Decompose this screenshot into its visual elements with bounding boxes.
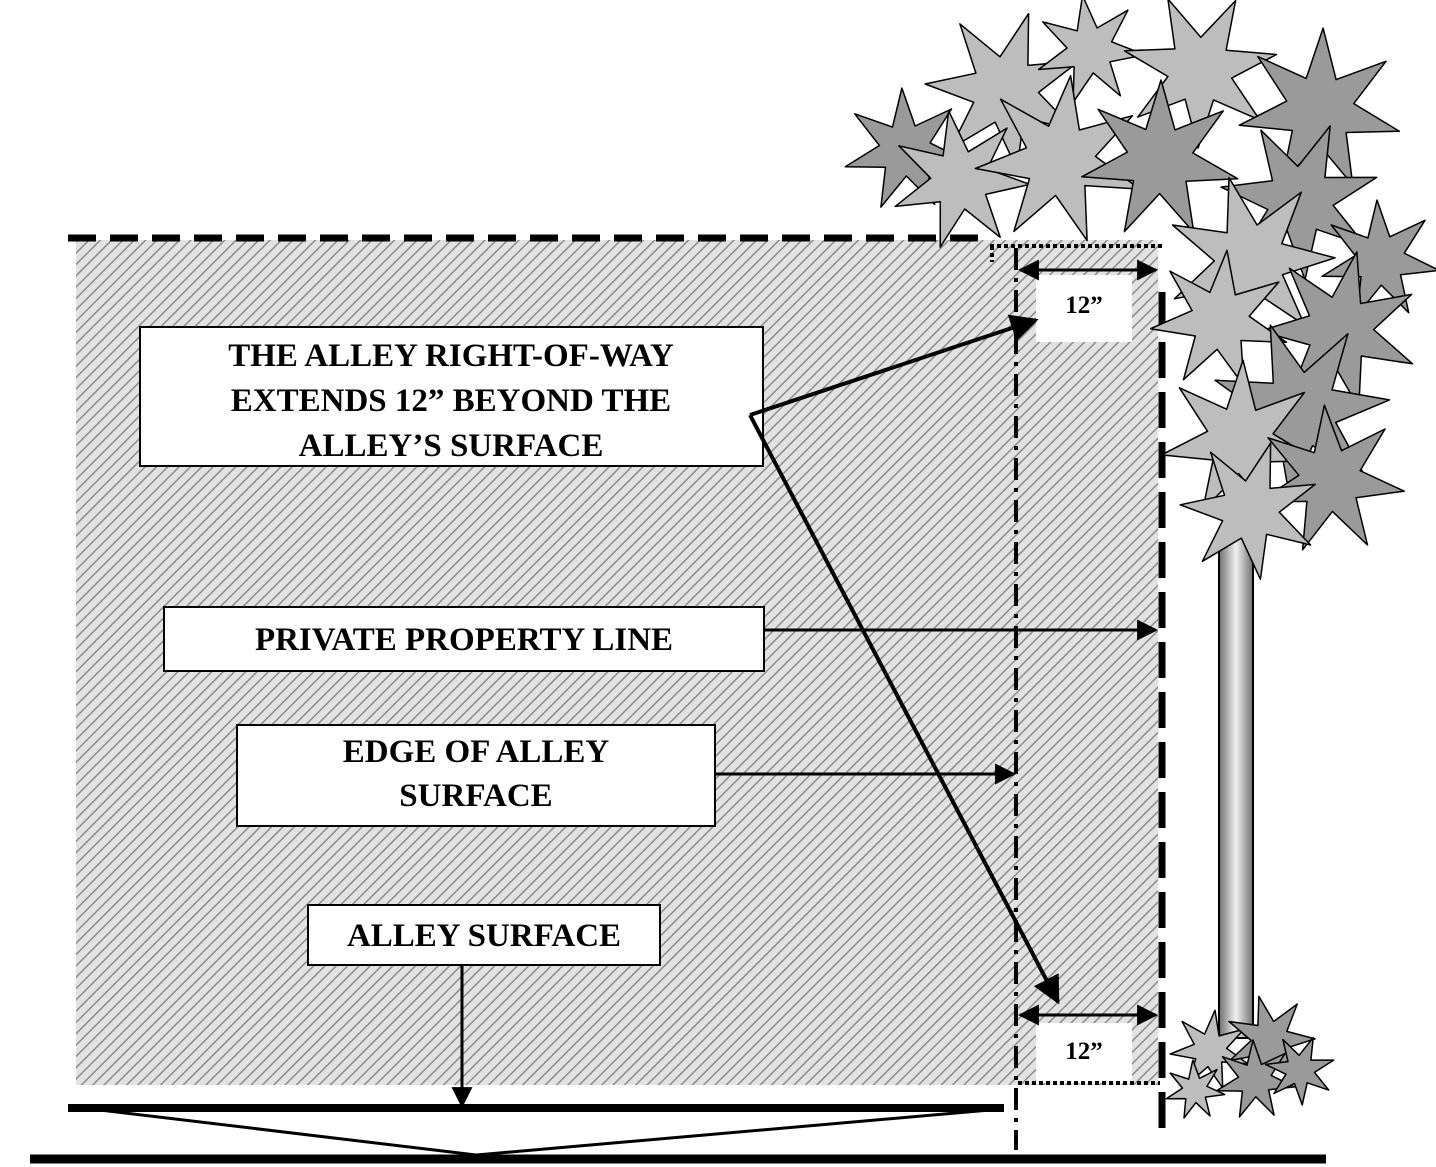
property-line-label-box [163,606,765,672]
tree-canopy [844,0,1436,1119]
dimension-label-bottom: 12” [1065,1038,1103,1065]
right-of-way-leader-top [749,314,1039,417]
edge-of-surface-label-line-1: EDGE OF ALLEY [343,734,610,770]
edge-of-surface-label-line-2: SURFACE [399,778,552,814]
edge-of-surface-label: EDGE OF ALLEY SURFACE [236,724,716,827]
tree-leaf [1037,0,1146,104]
right-of-way-leader-bottom [748,414,1060,1005]
dimension-label-top: 12” [1065,292,1103,319]
dimension-box-top [1036,275,1132,342]
alley-crown-profile [99,1108,991,1157]
right-of-way-label: THE ALLEY RIGHT-OF-WAY EXTENDS 12” BEYON… [139,326,764,467]
tree-leaf [1238,27,1400,186]
right-of-way-label-line-3: ALLEY’S SURFACE [299,428,604,464]
tree-leaf [1165,1059,1226,1119]
right-of-way-label-line-2: EXTENDS 12” BEYOND THE [231,383,671,419]
tree-leaf [1215,1039,1296,1118]
right-of-way-label-line-1: THE ALLEY RIGHT-OF-WAY [228,338,674,374]
right-of-way-label-box [139,326,764,467]
dimension-box-bottom [1036,1023,1132,1083]
alley-surface-label-text: ALLEY SURFACE [347,918,621,954]
tree-leaf [1081,79,1239,234]
tree-leaf [1257,404,1405,551]
alley-surface-label-box [307,904,661,966]
property-line-label-text: PRIVATE PROPERTY LINE [255,622,673,658]
tree-leaf [1169,1009,1249,1089]
tree-leaf [1264,1036,1335,1106]
tree-leaf [1179,442,1316,580]
property-line-label: PRIVATE PROPERTY LINE [163,606,765,672]
alley-surface-label: ALLEY SURFACE [307,904,661,966]
tree-trunk [1218,529,1254,1039]
tree-leaf [894,110,1031,248]
